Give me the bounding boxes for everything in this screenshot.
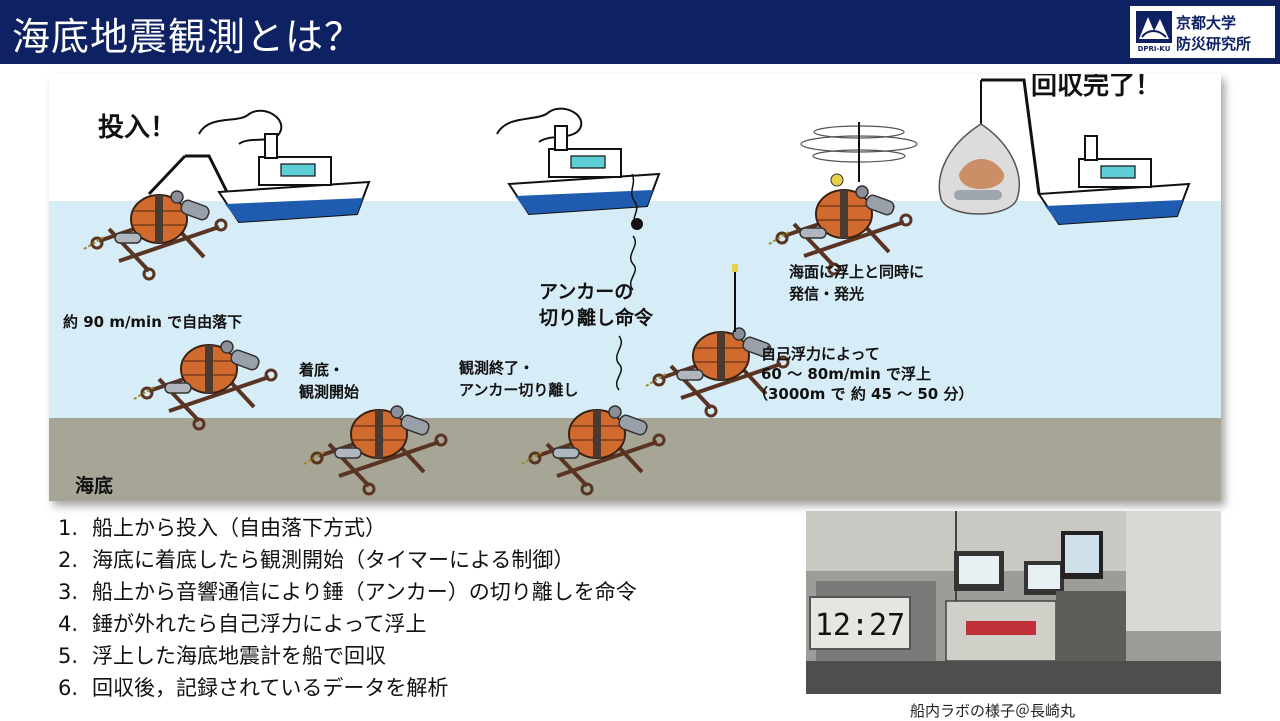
obs-diagram-svg (49, 74, 1221, 501)
clock-text: 12:27 (815, 608, 905, 643)
list-item: 4.錘が外れたら自己浮力によって浮上 (58, 612, 427, 636)
lab-photo-svg: 12:27 (806, 511, 1221, 694)
title-bar: 海底地震観測とは？ DPRI-KU 京都大学 防災研究所 (0, 0, 1280, 64)
dpri-logo: DPRI-KU 京都大学 防災研究所 (1130, 6, 1275, 58)
label-ascent-2: 60 ～ 80m/min で浮上 (761, 365, 931, 383)
label-deploy: 投入！ (98, 113, 177, 143)
label-fall-speed: 約 90 m/min で自由落下 (63, 313, 243, 331)
list-item: 6.回収後，記録されているデータを解析 (58, 676, 449, 700)
obs-diagram: 投入！ 回収完了！ 約 90 m/min で自由落下 着底・ 観測開始 アンカー… (49, 74, 1221, 501)
photo-caption: 船内ラボの様子＠長崎丸 (910, 702, 1076, 720)
dpri-logo-icon: DPRI-KU (1136, 11, 1172, 53)
logo-line-1: 京都大学 (1176, 14, 1237, 32)
label-release-1: 観測終了・ (459, 359, 535, 377)
lab-photo: 12:27 (806, 511, 1221, 694)
label-recovered: 回収完了！ (1031, 74, 1162, 101)
logo-mark-text: DPRI-KU (1138, 45, 1171, 53)
label-landing-2: 観測開始 (299, 383, 360, 401)
label-release-2: アンカー切り離し (459, 381, 579, 399)
label-anchor-cmd-1: アンカーの (539, 281, 634, 303)
logo-line-2: 防災研究所 (1176, 35, 1252, 53)
label-landing-1: 着底・ (299, 361, 345, 379)
label-surface-1: 海面に浮上と同時に (789, 263, 925, 281)
slide-title: 海底地震観測とは？ (12, 15, 364, 59)
label-ascent-3: （3000m で 約 45 ～ 50 分） (753, 385, 974, 403)
label-anchor-cmd-2: 切り離し命令 (539, 307, 654, 329)
steps-list: 1.船上から投入（自由落下方式） 2.海底に着底したら観測開始（タイマーによる制… (58, 512, 637, 704)
label-ascent-1: 自己浮力によって (761, 345, 880, 363)
list-item: 3.船上から音響通信により錘（アンカー）の切り離しを命令 (58, 580, 637, 604)
list-item: 5.浮上した海底地震計を船で回収 (58, 644, 386, 668)
label-surface-2: 発信・発光 (789, 285, 865, 303)
label-seabed: 海底 (75, 475, 114, 497)
list-item: 2.海底に着底したら観測開始（タイマーによる制御） (58, 548, 575, 572)
list-item: 1.船上から投入（自由落下方式） (58, 516, 386, 540)
